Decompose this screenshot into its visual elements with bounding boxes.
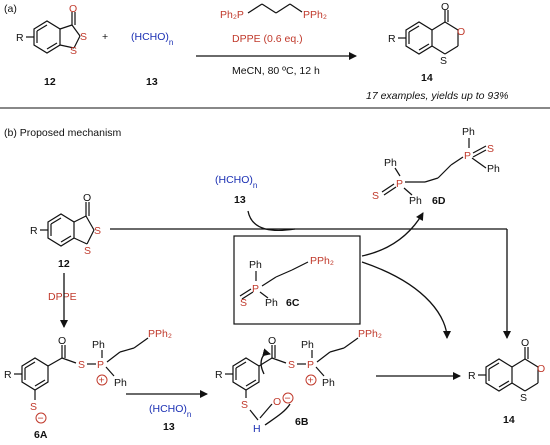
substituent-R: R	[30, 225, 38, 237]
plus-sign: +	[102, 31, 108, 43]
compound-12-structure: O S S R	[16, 3, 87, 57]
part-a-label: (a)	[4, 3, 17, 15]
condition-dppe: DPPE (0.6 eq.)	[232, 33, 303, 45]
atom-S: S	[84, 245, 91, 257]
atom-O: O	[441, 1, 449, 13]
atom-S: S	[241, 399, 248, 411]
atom-S: S	[487, 143, 494, 155]
intermediate-6D-structure: Ph P S Ph P Ph S Ph	[372, 126, 500, 207]
atom-O: O	[69, 3, 77, 15]
ph-label: Ph	[487, 163, 500, 175]
atom-P: P	[464, 150, 471, 162]
intermediate-number-6A: 6A	[34, 429, 48, 441]
reagent-13-formula: (HCHO)n	[149, 403, 191, 419]
substituent-R: R	[16, 32, 24, 44]
part-a-panel: (a) O S S R 12 + (HCHO)n 13 Ph₂	[0, 1, 550, 109]
atom-S: S	[94, 225, 101, 237]
atom-S: S	[80, 31, 87, 43]
condition-solvent-temp: MeCN, 80 ºC, 12 h	[232, 65, 320, 77]
intermediate-6C-structure: Ph P S Ph PPh₂	[239, 255, 334, 309]
pph2-label: PPh₂	[358, 328, 382, 340]
compound-number-13: 13	[163, 421, 175, 433]
atom-S: S	[70, 45, 77, 57]
substituent-R: R	[215, 369, 223, 381]
part-b-label: (b) Proposed mechanism	[4, 127, 122, 139]
atom-O: O	[268, 335, 276, 347]
atom-S: S	[440, 55, 447, 67]
pph2-label: PPh₂	[310, 255, 334, 267]
compound-14-structure: O O S R	[388, 1, 465, 67]
positive-charge: +	[308, 375, 314, 387]
pph2-label: PPh₂	[148, 328, 172, 340]
atom-S: S	[288, 359, 295, 371]
atom-S: S	[30, 401, 37, 413]
atom-P: P	[252, 283, 259, 295]
intermediate-number-6D: 6D	[432, 195, 446, 207]
product-number-14: 14	[503, 414, 515, 426]
atom-S: S	[78, 359, 85, 371]
ph-label: Ph	[322, 377, 335, 389]
arrow-6C-to-6D	[361, 212, 424, 257]
atom-S: S	[240, 297, 247, 309]
atom-H: H	[253, 423, 261, 435]
compound-number-14: 14	[421, 72, 433, 84]
atom-P: P	[97, 359, 104, 371]
reagent-13-formula: (HCHO)n	[215, 174, 257, 190]
negative-charge: −	[285, 393, 291, 405]
compound-14-structure: O O S R	[468, 337, 545, 404]
reagent-13-formula: (HCHO)n	[131, 31, 173, 47]
ph-label: Ph	[265, 297, 278, 309]
intermediate-number-6B: 6B	[295, 416, 309, 428]
atom-O: O	[273, 396, 281, 408]
ph-label: Ph	[462, 126, 475, 138]
atom-O: O	[457, 26, 465, 38]
arrow-6C-to-14	[361, 261, 451, 339]
compound-12-structure: O S S R	[30, 192, 101, 257]
atom-S: S	[520, 392, 527, 404]
compound-number-13: 13	[234, 194, 246, 206]
compound-number-13: 13	[146, 76, 158, 88]
atom-P: P	[307, 359, 314, 371]
negative-charge: −	[38, 413, 44, 425]
ph-label: Ph	[301, 339, 314, 351]
atom-O: O	[58, 335, 66, 347]
atom-O: O	[521, 337, 529, 349]
scope-note: 17 examples, yields up to 93%	[366, 90, 508, 102]
positive-charge: +	[99, 375, 105, 387]
reagent-dppe: DPPE	[48, 291, 77, 303]
substituent-R: R	[4, 369, 12, 381]
atom-O: O	[537, 363, 545, 375]
atom-S: S	[372, 190, 379, 202]
ph-label: Ph	[114, 377, 127, 389]
intermediate-number-6C: 6C	[286, 297, 300, 309]
curved-arrow-hcho	[247, 210, 296, 232]
compound-number-12: 12	[58, 258, 70, 270]
ph-label: Ph	[409, 195, 422, 207]
compound-number-12: 12	[44, 76, 56, 88]
intermediate-6A-structure: O S P + Ph Ph PPh₂ S − R	[4, 328, 172, 425]
substituent-R: R	[468, 370, 476, 382]
ph-label: Ph	[92, 339, 105, 351]
atom-O: O	[83, 192, 91, 204]
dppe-structure: Ph₂P PPh₂	[220, 3, 327, 21]
intermediate-6B-structure: O S P + Ph Ph PPh₂ S H O − R	[215, 328, 382, 435]
pph2-label: PPh₂	[303, 9, 327, 21]
part-b-panel: (b) Proposed mechanism O S S R 12 (HCHO)…	[4, 126, 545, 441]
atom-P: P	[396, 178, 403, 190]
ph-label: Ph	[384, 157, 397, 169]
ph2p-label: Ph₂P	[220, 9, 244, 21]
substituent-R: R	[388, 33, 396, 45]
ph-label: Ph	[249, 259, 262, 271]
intermediate-6C-box	[233, 235, 361, 325]
